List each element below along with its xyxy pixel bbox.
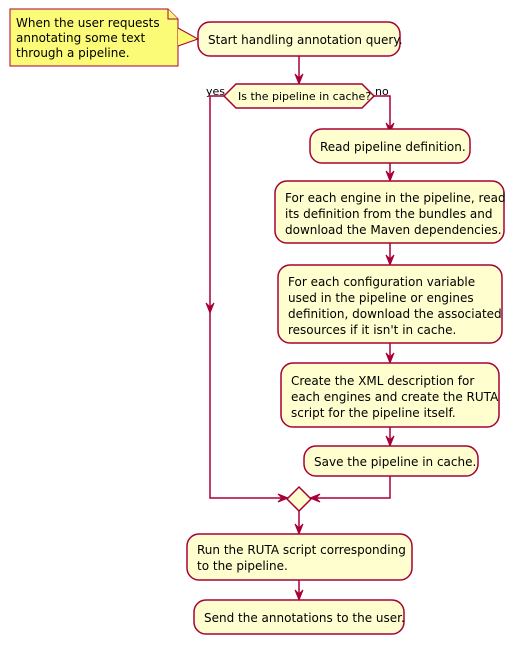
activity-label: used in the pipeline or engines — [288, 291, 474, 305]
arrowhead — [277, 493, 290, 503]
activity-label: script for the pipeline itself. — [291, 406, 456, 420]
activity-read-pipeline: Read pipeline definition. — [309, 128, 471, 164]
arrowhead — [308, 493, 321, 503]
activity-box — [274, 180, 505, 244]
activity-label: For each engine in the pipeline, read — [285, 191, 506, 205]
activity-label: Create the XML description for — [291, 374, 474, 388]
arrowheads — [205, 73, 395, 602]
activity-label: For each configuration variable — [288, 275, 475, 289]
activity-box — [197, 21, 401, 57]
arrowhead — [294, 523, 304, 536]
arrowhead — [385, 435, 395, 448]
arrowhead — [385, 254, 395, 267]
activity-each-engine: For each engine in the pipeline, read it… — [274, 180, 506, 244]
activity-label: download the Maven dependencies. — [285, 223, 502, 237]
activity-run-ruta: Run the RUTA script corresponding to the… — [186, 533, 413, 581]
activity-box — [277, 264, 503, 344]
activity-box — [309, 128, 471, 164]
activity-label: definition, download the associated — [288, 307, 502, 321]
note-pointer — [177, 27, 200, 47]
activity-label: Read pipeline definition. — [320, 140, 466, 154]
note: When the user requests annotating some t… — [9, 8, 200, 67]
decision-yes-label: yes — [206, 85, 225, 98]
decision-in-cache: Is the pipeline in cache? yes no — [206, 83, 389, 109]
activity-create-xml: Create the XML description for each engi… — [280, 362, 500, 428]
activity-start: Start handling annotation query. — [197, 21, 403, 57]
activity-box — [280, 362, 500, 428]
activity-label: Save the pipeline in cache. — [314, 455, 476, 469]
edge-yes-branch — [209, 95, 288, 499]
activity-send-annotations: Send the annotations to the user. — [193, 599, 405, 635]
activity-box — [193, 599, 405, 635]
activity-box — [186, 533, 413, 581]
merge-diamond — [285, 485, 313, 513]
arrowhead — [385, 170, 395, 183]
activity-label: resources if it isn't in cache. — [288, 323, 456, 337]
arrowhead — [294, 73, 304, 86]
note-line: annotating some text — [16, 31, 146, 45]
edge-no-branch — [374, 95, 391, 129]
activity-label: to the pipeline. — [197, 559, 288, 573]
activity-label: Start handling annotation query. — [208, 33, 403, 47]
arrowhead — [205, 302, 215, 315]
activity-each-config: For each configuration variable used in … — [277, 264, 503, 344]
activity-save-cache: Save the pipeline in cache. — [303, 445, 479, 477]
edge-save-to-merge — [310, 476, 391, 499]
activity-label: each engines and create the RUTA — [291, 390, 499, 404]
decision-question: Is the pipeline in cache? — [238, 90, 371, 103]
arrowhead — [385, 352, 395, 365]
note-line: When the user requests — [16, 16, 160, 30]
arrowhead — [294, 589, 304, 602]
activity-label: its definition from the bundles and — [285, 207, 492, 221]
decision-no-label: no — [375, 85, 389, 98]
note-fold — [167, 9, 178, 20]
connectors — [209, 56, 391, 596]
note-line: through a pipeline. — [16, 46, 130, 60]
activity-box — [303, 445, 479, 477]
decision-diamond — [222, 83, 376, 109]
activity-label: Send the annotations to the user. — [204, 611, 405, 625]
activity-label: Run the RUTA script corresponding — [197, 543, 406, 557]
